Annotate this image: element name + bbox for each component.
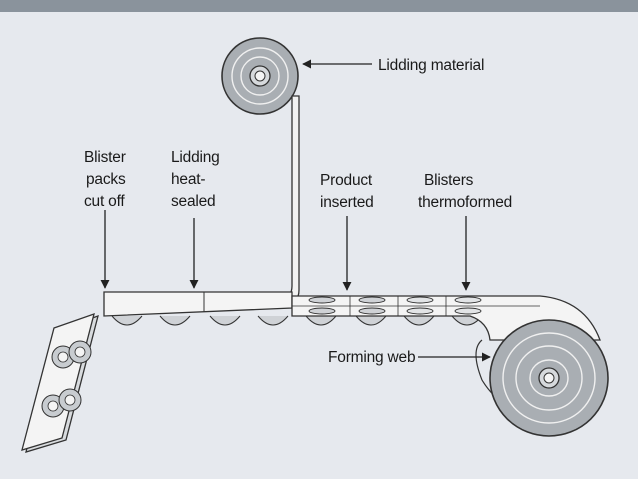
label-lidding-heat-sealed: Lidding heat- sealed: [171, 149, 220, 210]
lidding-material-roll: [221, 37, 299, 115]
label-product-inserted: Product inserted: [320, 172, 374, 211]
svg-text:sealed: sealed: [171, 193, 215, 210]
label-blisters-thermoformed: Blisters thermoformed: [418, 172, 512, 211]
forming-web-roll: [475, 319, 609, 437]
svg-text:Lidding: Lidding: [171, 149, 220, 166]
label-forming-web: Forming web: [328, 349, 415, 366]
blister-card: [21, 312, 99, 453]
svg-text:packs: packs: [86, 171, 126, 188]
svg-text:cut off: cut off: [84, 193, 125, 210]
svg-text:Blister: Blister: [84, 149, 126, 166]
svg-text:inserted: inserted: [320, 194, 374, 211]
svg-text:heat-: heat-: [171, 171, 205, 188]
label-lidding-material: Lidding material: [378, 57, 484, 74]
svg-text:Product: Product: [320, 172, 373, 189]
svg-text:thermoformed: thermoformed: [418, 194, 512, 211]
label-blister-packs-cut-off: Blister packs cut off: [84, 149, 126, 210]
svg-text:Blisters: Blisters: [424, 172, 474, 189]
top-bar: [0, 0, 638, 12]
